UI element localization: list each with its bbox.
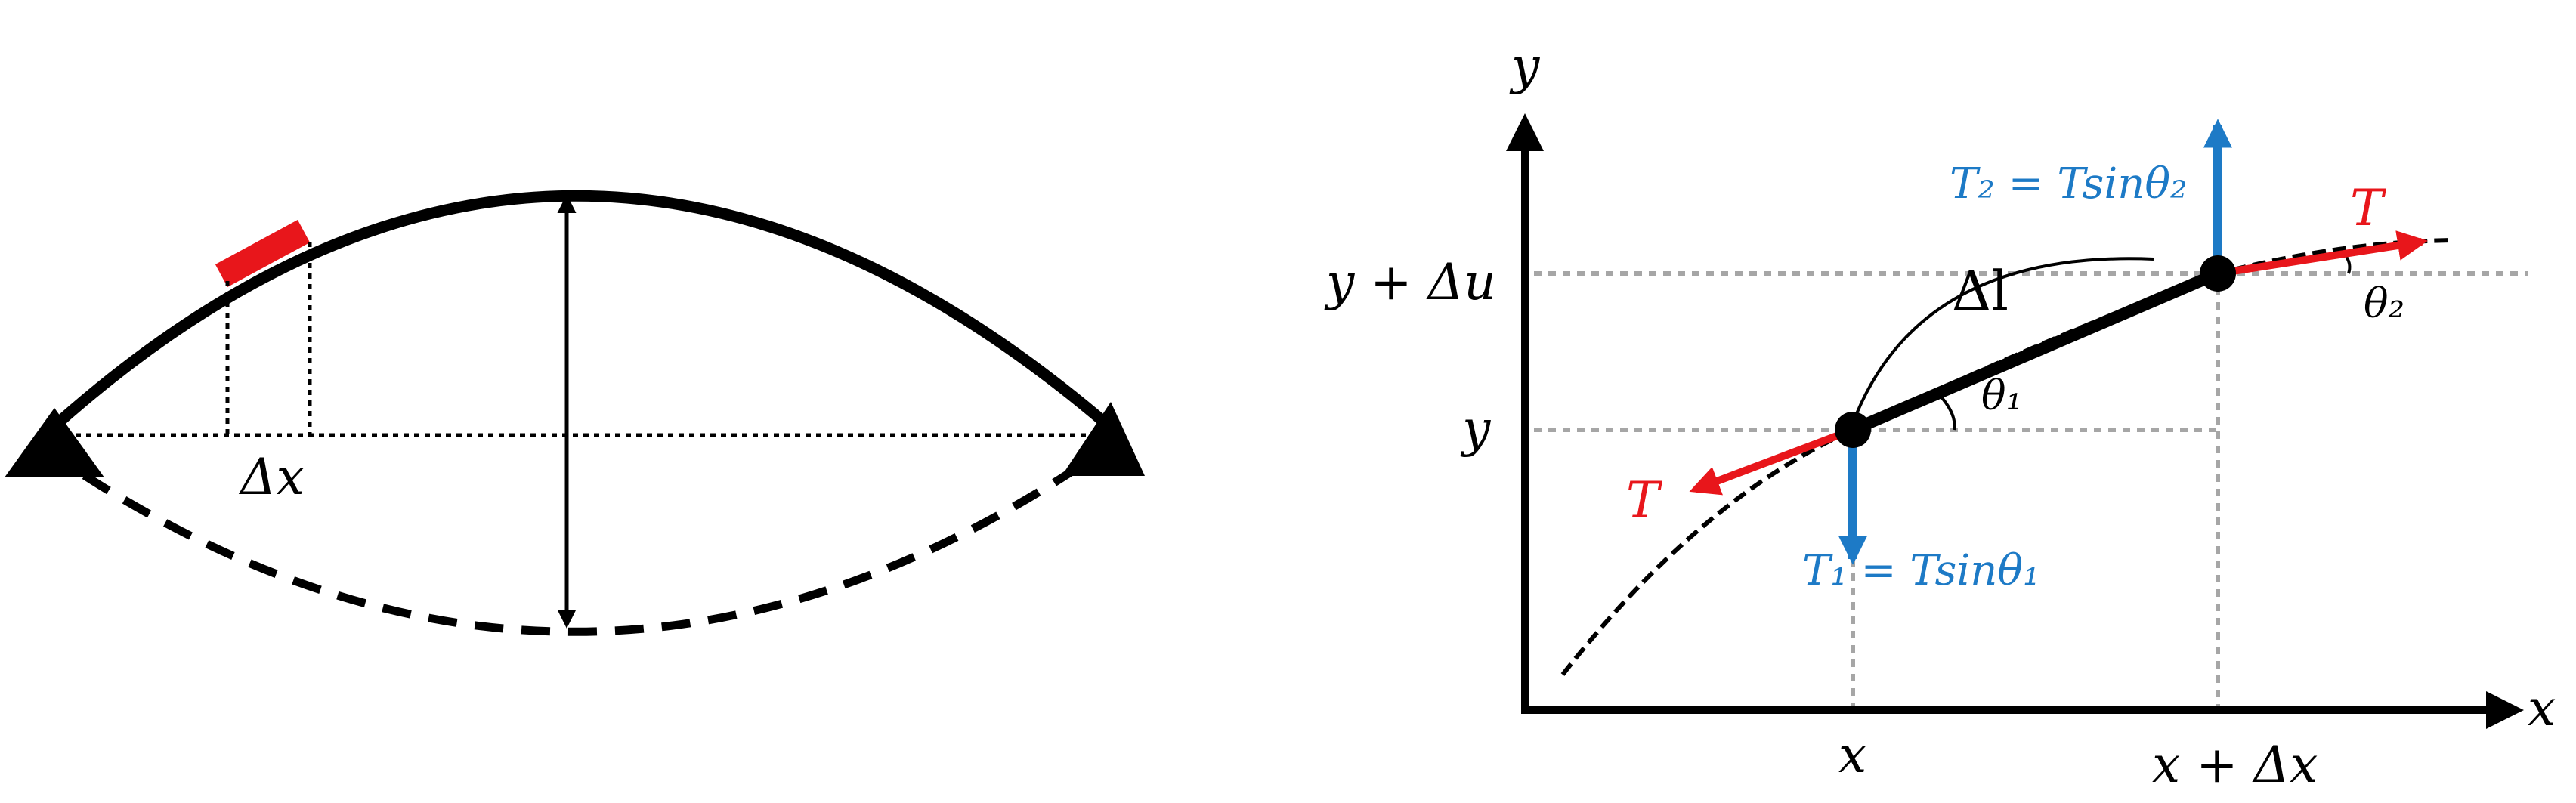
force-label-t1: T₁ = Tsinθ₁ (1802, 546, 2039, 595)
tension-label-right: T (2350, 179, 2387, 237)
string-lower-arc-dashed (42, 446, 1091, 636)
force-balance-diagram: y x y + Δu y x x + Δx Δl θ₁ θ₂ T T T₂ = … (1324, 37, 2556, 794)
tension-arrow-left (1689, 426, 1854, 496)
string-upper-arc (39, 190, 1113, 440)
force-label-t2: T₂ = Tsinθ₂ (1950, 159, 2187, 208)
right-support-triangle (1062, 402, 1145, 476)
x-tick-x-plus-dx: x + Δx (2152, 736, 2318, 794)
x-axis-label: x (2528, 679, 2556, 737)
y-tick-y-plus-du: y + Δu (1324, 253, 1496, 311)
y-axis-label: y (1509, 37, 1540, 95)
theta1-label: θ₁ (1981, 372, 2022, 419)
left-support-triangle (5, 408, 104, 477)
theta2-arc (2345, 255, 2352, 274)
vibrating-string-diagram: Δx (5, 190, 1145, 636)
tension-label-left: T (1626, 471, 1663, 530)
dx-label: Δx (238, 448, 305, 506)
guide-lines (1534, 271, 2528, 710)
endpoint-right-dot (2200, 255, 2236, 292)
theta2-label: θ₂ (2364, 280, 2404, 327)
endpoint-left-dot (1835, 412, 1871, 448)
dl-arc (1851, 257, 2154, 424)
x-tick-x: x (1838, 726, 1866, 784)
element-chord (1850, 267, 2221, 436)
tension-arrow-right (2217, 230, 2428, 277)
string-element-highlight (215, 220, 311, 287)
dl-label: Δl (1952, 259, 2009, 323)
y-tick-y: y (1460, 400, 1491, 458)
theta1-arc (1937, 392, 1956, 431)
